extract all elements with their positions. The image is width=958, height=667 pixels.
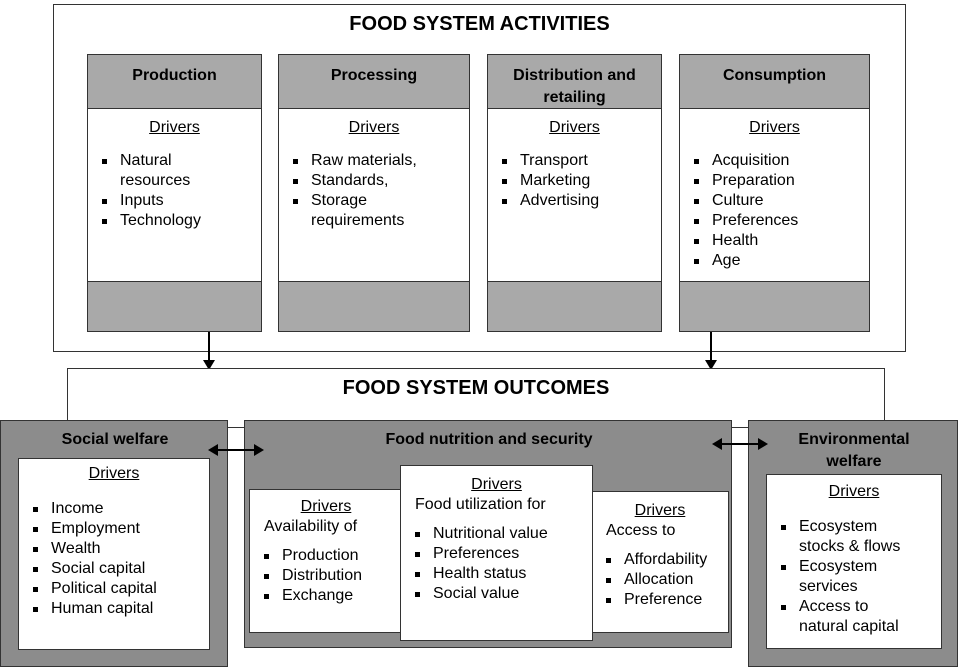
list-item: Culture [680, 191, 869, 211]
list-item: Income [19, 499, 209, 519]
drivers-label: Drivers [88, 465, 140, 482]
list-item: Social value [401, 584, 592, 604]
column-consumption: Consumption Drivers Acquisition Preparat… [679, 54, 870, 332]
double-arrow-right-icon [712, 438, 768, 450]
list-item: Technology [88, 211, 261, 231]
list-item: Health [680, 231, 869, 251]
drivers-label: Drivers [471, 476, 522, 493]
environmental-drivers-box: Drivers Ecosystem stocks & flows Ecosyst… [766, 474, 942, 649]
down-arrow-right-icon [705, 332, 717, 370]
list-item: Allocation [592, 570, 728, 590]
driver-list: Transport Marketing Advertising [488, 151, 661, 211]
environmental-welfare-panel: Environmental welfare Drivers Ecosystem … [748, 420, 958, 667]
list-item: Ecosystem services [767, 557, 887, 597]
drivers-label: Drivers [348, 119, 400, 136]
panel-title: Food nutrition and security [385, 431, 593, 448]
list-item: Production [250, 546, 402, 566]
social-drivers-box: Drivers Income Employment Wealth Social … [18, 458, 210, 650]
driver-list: Natural resources Inputs Technology [88, 151, 261, 231]
outcomes-frame [67, 368, 885, 428]
column-footer [488, 281, 661, 331]
list-item: Raw materials, [279, 151, 469, 171]
list-item: Affordability [592, 550, 728, 570]
drivers-label: Drivers [634, 502, 686, 519]
list-item: Natural resources [88, 151, 208, 191]
column-production: Production Drivers Natural resources Inp… [87, 54, 262, 332]
list-item: Preparation [680, 171, 869, 191]
driver-list: Raw materials, Standards, Storage requir… [279, 151, 469, 231]
list-item: Transport [488, 151, 661, 171]
driver-list: Nutritional value Preferences Health sta… [401, 524, 592, 604]
availability-box: Drivers Availability of Production Distr… [249, 489, 403, 633]
driver-list: Ecosystem stocks & flows Ecosystem servi… [767, 517, 941, 637]
driver-list: Affordability Allocation Preference [592, 550, 728, 610]
list-item: Acquisition [680, 151, 869, 171]
list-item: Distribution [250, 566, 402, 586]
list-item: Advertising [488, 191, 661, 211]
drivers-label: Drivers [300, 498, 352, 515]
column-footer [88, 281, 261, 331]
activities-title: FOOD SYSTEM ACTIVITIES [349, 13, 610, 35]
drivers-label: Drivers [749, 119, 800, 136]
list-item: Marketing [488, 171, 661, 191]
list-item: Employment [19, 519, 209, 539]
drivers-label: Drivers [149, 119, 200, 136]
driver-list: Production Distribution Exchange [250, 546, 402, 606]
drivers-label: Drivers [828, 483, 880, 500]
column-footer [680, 281, 869, 331]
outcomes-title: FOOD SYSTEM OUTCOMES [342, 377, 610, 399]
list-item: Ecosystem stocks & flows [767, 517, 917, 557]
column-footer [279, 281, 469, 331]
list-item: Human capital [19, 599, 209, 619]
down-arrow-left-icon [203, 332, 215, 370]
list-item: Age [680, 251, 869, 271]
list-item: Political capital [19, 579, 209, 599]
driver-list: Income Employment Wealth Social capital … [19, 499, 209, 619]
social-welfare-panel: Social welfare Drivers Income Employment… [0, 420, 228, 667]
double-arrow-left-icon [208, 444, 264, 456]
column-title: Production [88, 55, 261, 109]
list-item: Standards, [279, 171, 469, 191]
availability-subtitle: Availability of [264, 518, 358, 535]
panel-title: Social welfare [61, 431, 169, 448]
utilization-box: Drivers Food utilization for Nutritional… [400, 465, 593, 641]
list-item: Exchange [250, 586, 402, 606]
access-box: Drivers Access to Affordability Allocati… [591, 491, 729, 633]
list-item: Preferences [401, 544, 592, 564]
list-item: Storage requirements [279, 191, 429, 231]
column-distribution: Distribution and retailing Drivers Trans… [487, 54, 662, 332]
list-item: Social capital [19, 559, 209, 579]
utilization-subtitle: Food utilization for [415, 496, 546, 513]
driver-list: Acquisition Preparation Culture Preferen… [680, 151, 869, 271]
drivers-label: Drivers [549, 119, 600, 136]
column-title: Consumption [680, 55, 869, 109]
list-item: Access to natural capital [767, 597, 917, 637]
list-item: Preference [592, 590, 728, 610]
access-subtitle: Access to [606, 522, 676, 539]
list-item: Wealth [19, 539, 209, 559]
column-title: Distribution and retailing [488, 55, 661, 109]
list-item: Preferences [680, 211, 869, 231]
list-item: Health status [401, 564, 592, 584]
column-processing: Processing Drivers Raw materials, Standa… [278, 54, 470, 332]
panel-title: Environmental welfare [798, 431, 910, 470]
list-item: Inputs [88, 191, 261, 211]
list-item: Nutritional value [401, 524, 592, 544]
column-title: Processing [279, 55, 469, 109]
